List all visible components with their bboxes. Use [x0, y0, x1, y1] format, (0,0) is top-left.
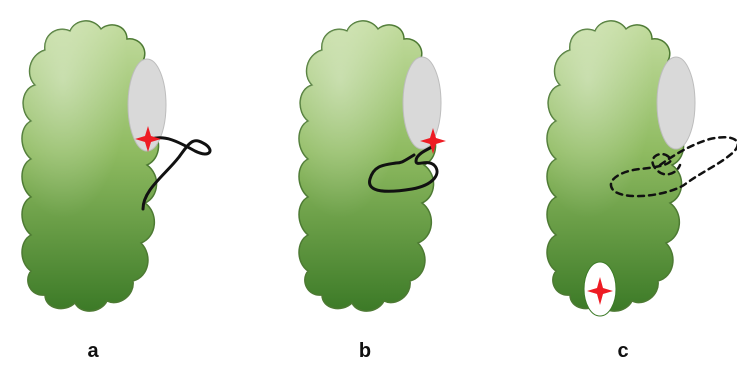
- panel-c: [547, 21, 737, 316]
- binding-pocket: [657, 57, 695, 149]
- protein-blob-highlight: [547, 21, 684, 311]
- panel-label-c: c: [617, 340, 628, 362]
- panel-b: [299, 21, 446, 311]
- panel-label-b: b: [359, 340, 371, 362]
- panel-a: [22, 21, 210, 311]
- binding-pocket: [403, 57, 441, 149]
- panel-label-a: a: [87, 340, 99, 362]
